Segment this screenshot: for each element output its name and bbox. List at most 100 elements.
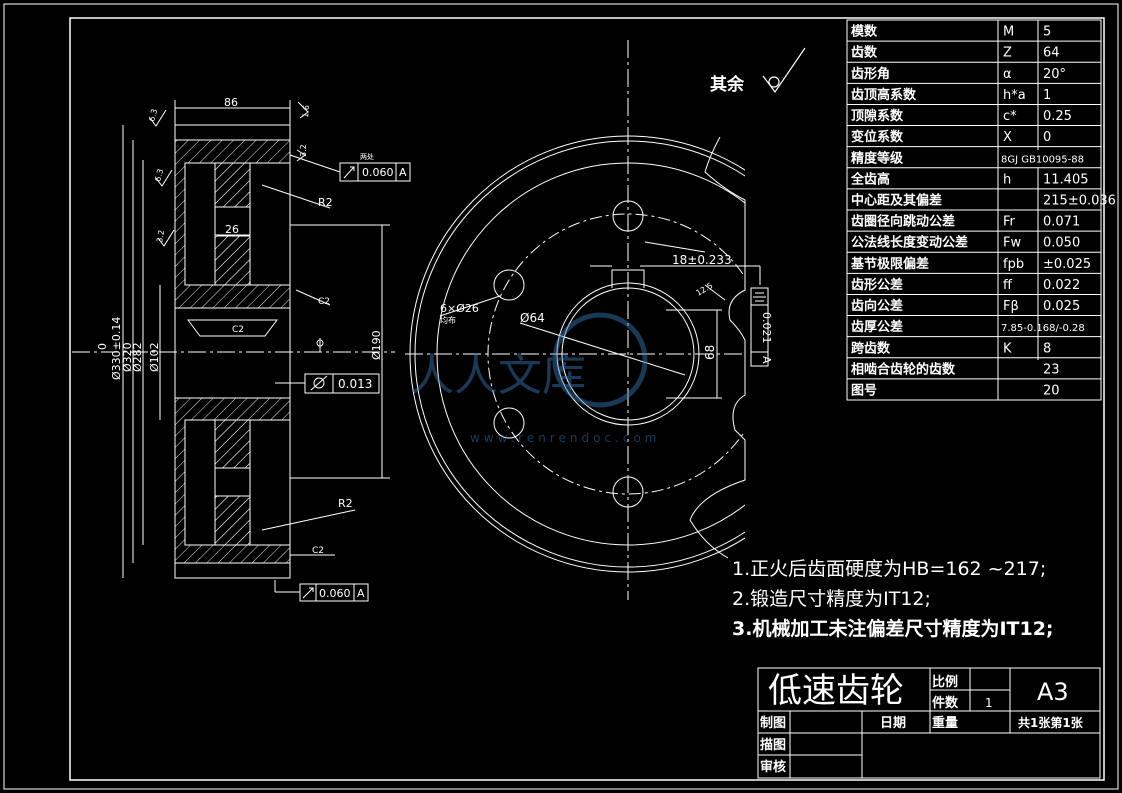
dim-d64: Ø64	[520, 311, 545, 325]
drawing-frame	[69, 17, 1105, 781]
section-view	[72, 100, 395, 593]
rough-16: 1.6	[301, 105, 311, 118]
param-value: 1	[1043, 88, 1051, 103]
param-name: 全齿高	[850, 171, 890, 187]
param-name: 跨齿数	[851, 340, 891, 356]
dim-hub: 26	[225, 223, 239, 236]
dim-d320: Ø320	[121, 342, 134, 372]
title-block-date-label: 日期	[880, 716, 906, 731]
watermark-brand: 人人文库	[410, 350, 586, 401]
param-value: 20	[1043, 384, 1060, 399]
param-value: 0.022	[1043, 278, 1080, 293]
title-block-count-label: 件数	[932, 695, 959, 711]
param-value: 0.025	[1043, 299, 1080, 314]
symmetry-frame	[750, 287, 769, 367]
coaxiality-frame	[304, 373, 380, 394]
param-symbol: ff	[1003, 278, 1013, 293]
param-symbol: Fr	[1003, 215, 1016, 230]
sym-tol-value: 0.021	[760, 312, 773, 344]
lathe-note: 两处	[360, 152, 374, 161]
title-block-title: 低速齿轮	[768, 671, 904, 711]
param-name: 齿顶高系数	[851, 87, 917, 103]
dim-d190: Ø190	[370, 330, 383, 360]
dim-holes: 6×Ø26	[440, 302, 479, 315]
param-value: 0.071	[1043, 215, 1080, 230]
param-value: 8	[1043, 341, 1051, 356]
param-name: 相啮合齿轮的齿数	[851, 361, 956, 377]
param-symbol: h*a	[1003, 88, 1026, 103]
param-symbol: Z	[1003, 46, 1012, 61]
gear-front-view	[405, 40, 761, 600]
dim-od: Ø330±0.14	[110, 317, 123, 380]
param-symbol: Fw	[1003, 236, 1021, 251]
param-name: 齿厚公差	[851, 319, 903, 335]
param-value: 215±0.036	[1043, 194, 1116, 209]
param-name: 齿圈径向跳动公差	[851, 214, 955, 230]
title-block-sheets: 共1张第1张	[1018, 715, 1084, 730]
title-block-format: A3	[1037, 678, 1069, 706]
sym-tol-datum: A	[760, 356, 773, 364]
param-name: 模数	[851, 24, 878, 40]
roughness-rest-symbol	[762, 47, 806, 94]
param-value: ±0.025	[1043, 257, 1091, 272]
param-name: 变位系数	[851, 129, 904, 145]
runout-frame-top	[339, 162, 411, 182]
title-block-review-label: 审核	[760, 759, 786, 775]
watermark: 人人文库 www.renrendoc.com	[410, 312, 660, 445]
param-value: 0.050	[1043, 236, 1080, 251]
rough-32-b: 3.2	[299, 144, 308, 157]
note-2: 2.锻造尺寸精度为IT12;	[732, 588, 931, 610]
param-symbol: X	[1003, 130, 1012, 145]
dim-zero: 0	[96, 343, 109, 350]
rough-32-a: 3.2	[155, 229, 166, 243]
param-name: 齿形公差	[851, 277, 903, 293]
note-1: 1.正火后齿面硬度为HB=162 ~217;	[732, 558, 1046, 580]
param-value: 7.85-0.168/-0.28	[1001, 323, 1085, 334]
rough-63-a: 6.3	[147, 108, 159, 123]
param-symbol: α	[1003, 67, 1012, 82]
param-symbol: h	[1003, 172, 1011, 187]
param-name: 齿向公差	[851, 298, 903, 314]
rough-125: 12.5	[695, 281, 715, 298]
param-value: 0.25	[1043, 109, 1072, 124]
param-symbol: fpb	[1003, 257, 1024, 272]
dim-d282: Ø282	[131, 342, 144, 372]
runout-bottom-value: 0.060	[319, 587, 351, 600]
dim-holes-note: 均布	[440, 315, 456, 325]
param-value: 0	[1043, 130, 1051, 145]
dim-r2-bottom: R2	[338, 497, 353, 510]
rough-63-b: 6.3	[153, 168, 165, 183]
runout-bottom-datum: A	[357, 587, 365, 600]
title-block	[757, 667, 1101, 779]
dim-c2-a: C2	[318, 297, 330, 307]
dim-r2-top: R2	[318, 196, 333, 209]
sheet-border	[3, 3, 1119, 790]
title-block-draw-label: 制图	[760, 715, 786, 731]
title-block-scale-label: 比例	[932, 674, 958, 690]
watermark-url: www.renrendoc.com	[470, 431, 660, 445]
param-symbol: Fβ	[1003, 299, 1019, 314]
roughness-rest-label: 其余	[710, 74, 745, 95]
param-symbol: K	[1003, 341, 1012, 356]
param-name: 顶隙系数	[851, 108, 904, 124]
technical-notes: 1.正火后齿面硬度为HB=162 ~217; 2.锻造尺寸精度为IT12; 3.…	[732, 558, 1054, 640]
param-value: 23	[1043, 362, 1060, 377]
param-name: 中心距及其偏差	[851, 193, 942, 209]
param-name: 公法线长度变动公差	[851, 235, 968, 251]
title-block-count-value: 1	[985, 696, 993, 710]
param-name: 基节极限偏差	[850, 256, 929, 272]
dim-c2-b: C2	[232, 325, 244, 335]
runout-frame-bottom	[299, 583, 369, 602]
runout-top-value: 0.060	[362, 166, 394, 179]
coax-value: 0.013	[338, 377, 372, 391]
param-name: 精度等级	[851, 150, 904, 166]
param-value: 8GJ GB10095-88	[1001, 154, 1084, 165]
param-symbol: c*	[1003, 109, 1017, 124]
section-dimensions: 86 26 R2 R2 C2 C2 C2 Ø330±0.14 Ø320 Ø282…	[96, 96, 383, 556]
dim-d102: Ø102	[148, 342, 161, 372]
runout-top-datum: A	[399, 166, 407, 179]
param-value: 11.405	[1043, 172, 1089, 187]
dim-width: 86	[224, 96, 238, 109]
